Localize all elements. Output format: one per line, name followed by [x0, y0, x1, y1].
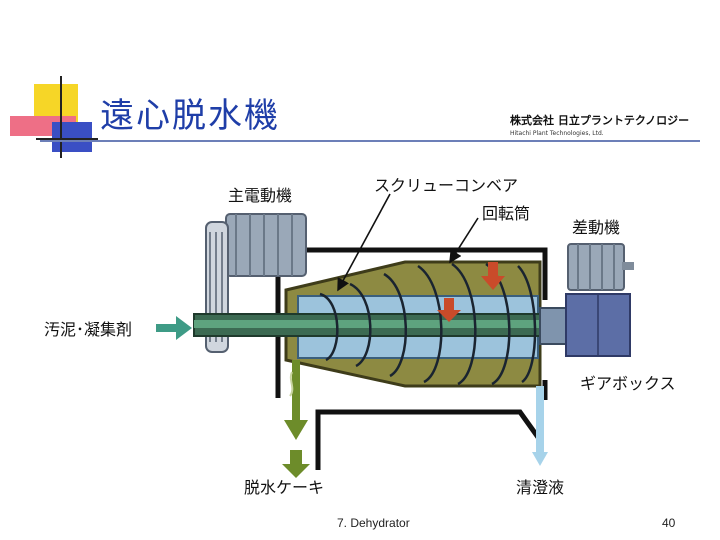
clarified-liquid-path	[532, 386, 548, 466]
gearbox	[565, 293, 631, 357]
company-logo-jp: 株式会社 日立プラントテクノロジー	[510, 114, 690, 127]
feed-arrow	[156, 316, 192, 340]
main-motor	[225, 213, 307, 277]
cake-discharge-path	[282, 360, 310, 478]
label-main-motor: 主電動機	[228, 186, 293, 205]
company-logo: 株式会社 日立プラントテクノロジー Hitachi Plant Technolo…	[510, 112, 689, 137]
label-sludge-flocculant: 汚泥･凝集剤	[44, 320, 133, 339]
rotating-bowl	[284, 260, 542, 388]
label-rotating-bowl: 回転筒	[482, 204, 531, 223]
label-differential-motor: 差動機	[572, 218, 621, 237]
accent-vertical-line	[60, 76, 62, 158]
flow-arrows-red	[437, 262, 505, 322]
accent-blue-block	[52, 122, 92, 152]
company-logo-en: Hitachi Plant Technologies, Ltd.	[510, 130, 604, 137]
label-gearbox: ギアボックス	[580, 374, 676, 393]
page-number: 40	[662, 516, 676, 530]
label-dewatered-cake: 脱水ケーキ	[244, 478, 325, 497]
footer-text: 7. Dehydrator	[337, 516, 410, 530]
label-screw-conveyor: スクリューコンベア	[374, 176, 519, 195]
leader-lines	[337, 193, 479, 292]
slide-title: 遠心脱水機	[100, 96, 280, 136]
label-clarified-liquid: 清澄液	[516, 478, 565, 497]
differential-motor	[567, 243, 634, 291]
accent-horizontal-line	[36, 138, 98, 140]
title-divider	[40, 140, 700, 142]
